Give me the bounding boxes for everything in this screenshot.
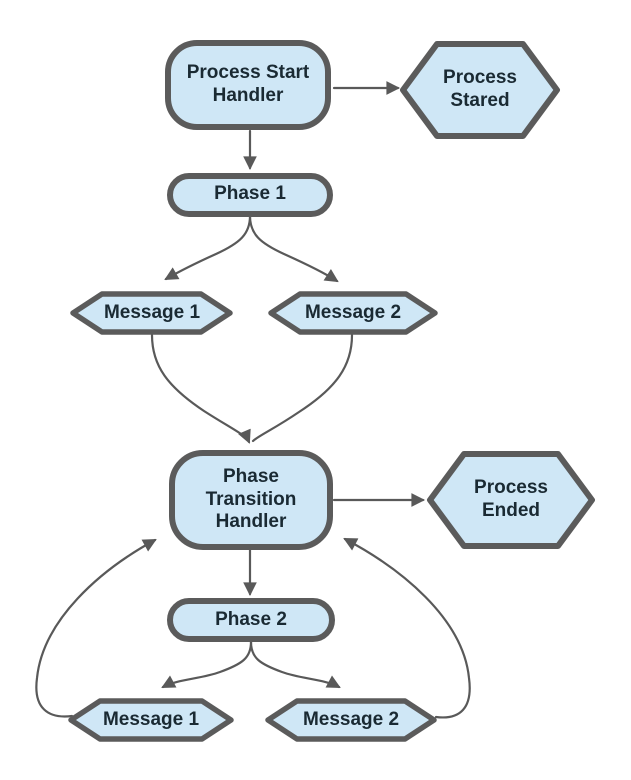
edge-layer [35, 81, 471, 719]
node-phase-2-shape [167, 598, 335, 642]
edge-message-2-to-transition-handler [251, 333, 354, 443]
edge-phase-1-to-message-2 [248, 214, 339, 283]
edge-phase-2-to-message-2 [249, 640, 341, 689]
node-message-2-bottom-shape [265, 698, 437, 742]
edge-message-2-loop-to-transition-handler [343, 537, 471, 719]
node-phase-1-shape [167, 173, 333, 217]
edge-phase-1-to-message-1 [164, 214, 252, 281]
edge-message-1-loop-to-transition-handler [35, 538, 157, 718]
edge-message-1-to-transition-handler [150, 333, 251, 444]
node-message-2-top-shape [268, 291, 438, 335]
edge-phase-2-to-message-1 [161, 640, 253, 689]
node-process-start-handler-shape [165, 40, 331, 130]
node-process-stared-shape [400, 41, 560, 139]
node-message-1-bottom-shape [68, 698, 234, 742]
node-phase-transition-handler-shape [169, 450, 333, 550]
node-message-1-top-shape [70, 291, 233, 335]
node-process-ended-shape [427, 451, 595, 549]
node-layer [68, 40, 595, 742]
